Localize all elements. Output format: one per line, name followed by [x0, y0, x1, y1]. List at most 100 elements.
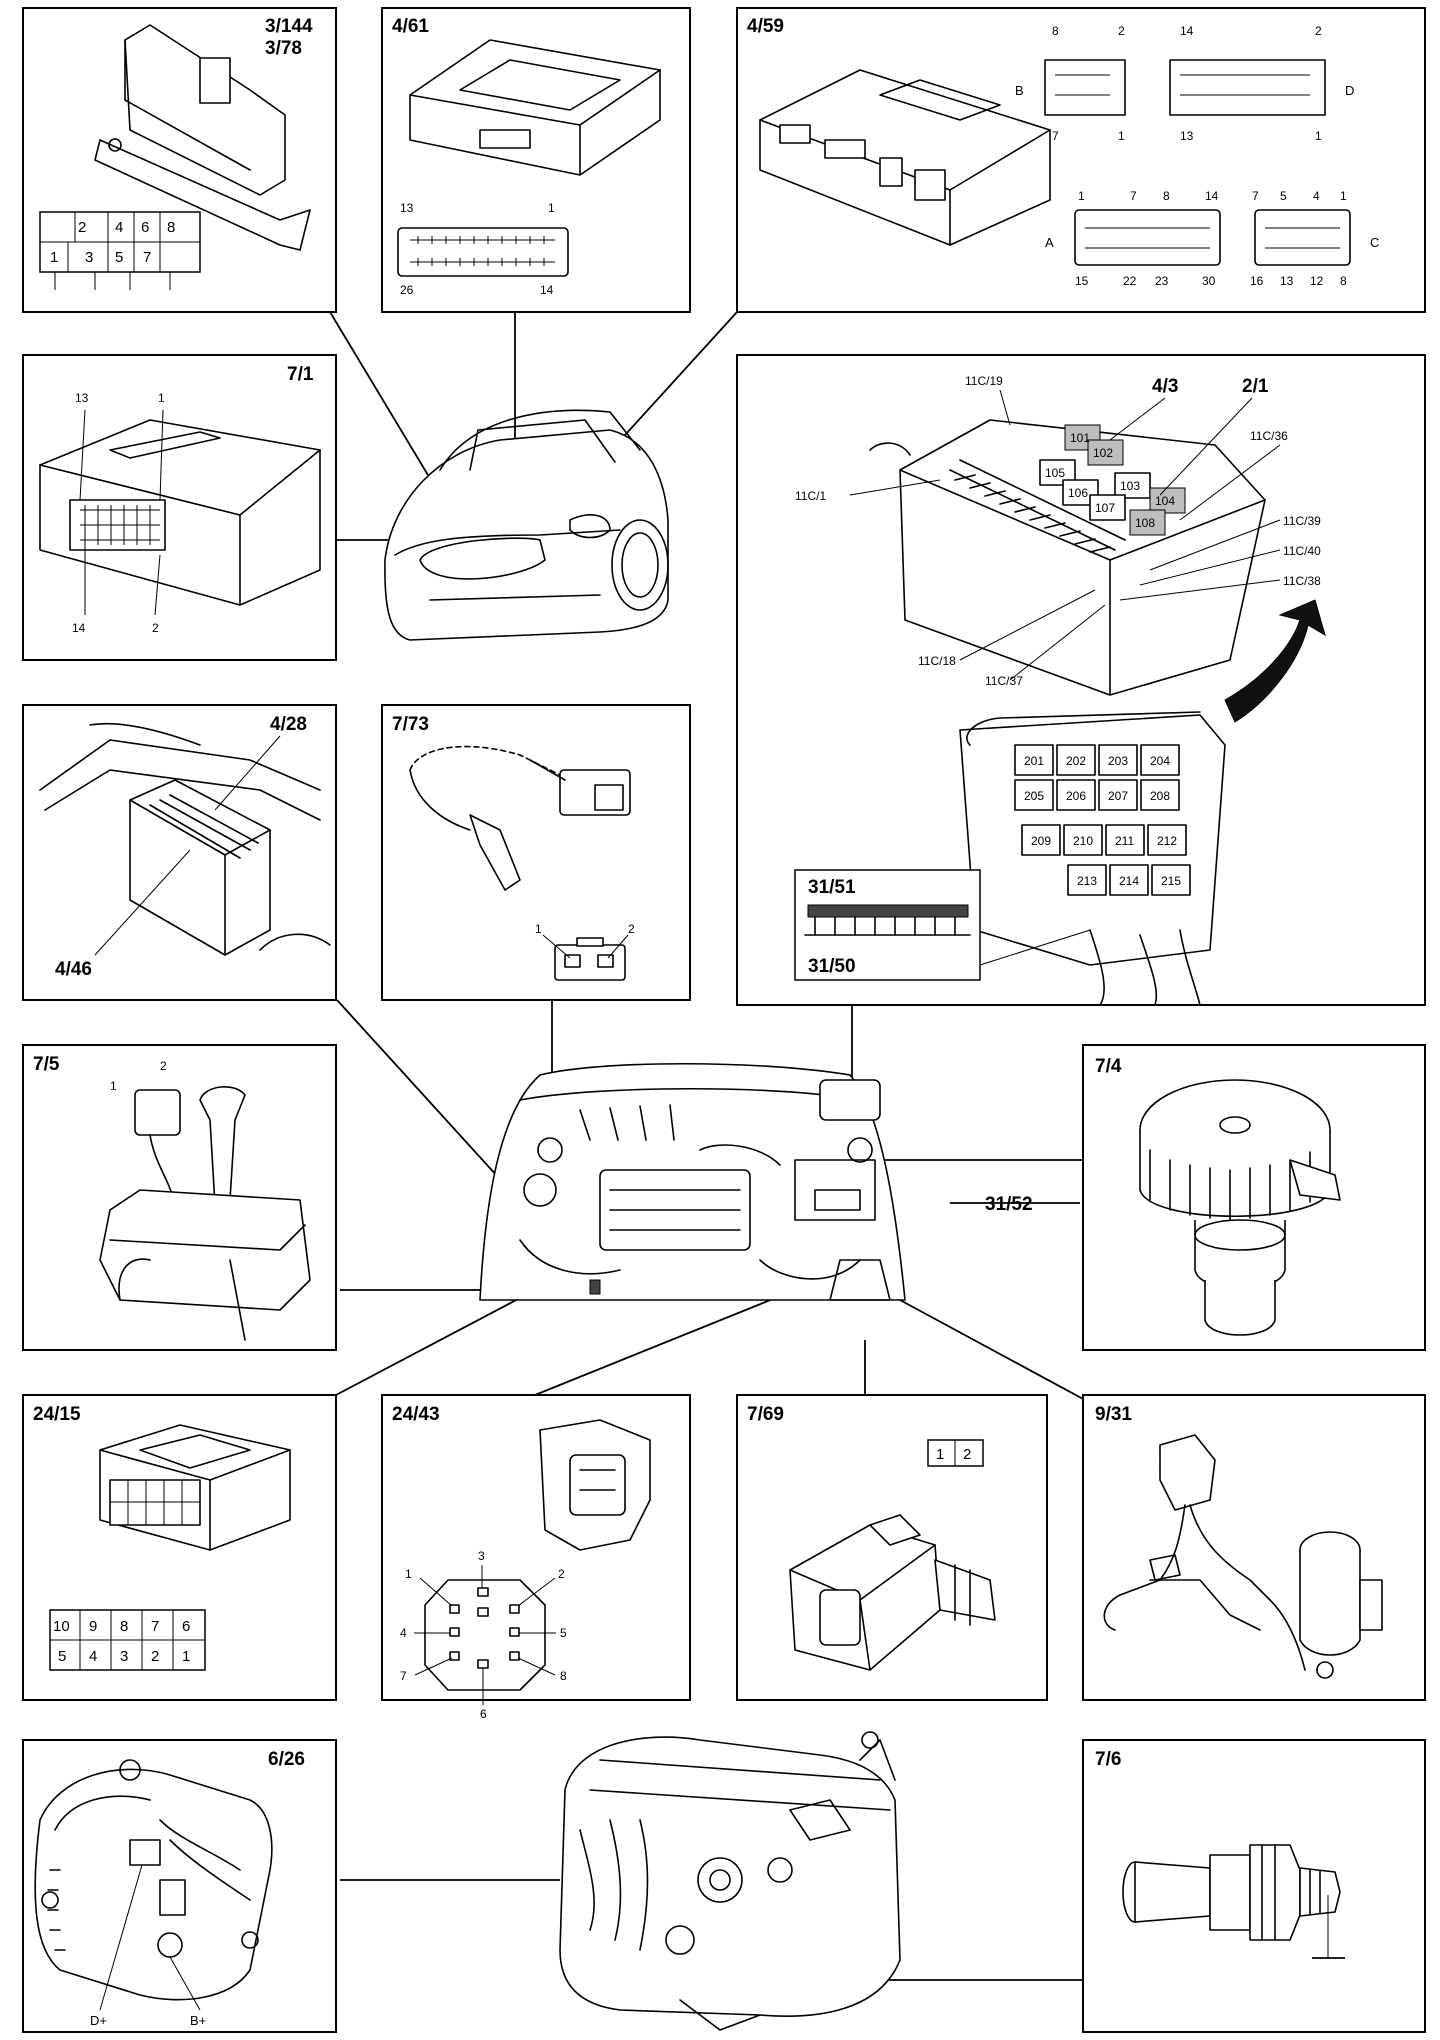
- relay-number: 213: [1077, 874, 1097, 888]
- relay-number: 206: [1066, 789, 1086, 803]
- panel-4-28: 4/28 4/46: [22, 704, 337, 1001]
- pin-label: 4: [400, 1626, 407, 1640]
- pin-label: 14: [540, 283, 554, 297]
- strip-label: 31/50: [808, 956, 856, 977]
- pin-label: 6: [182, 1618, 190, 1635]
- fuse-number: 102: [1093, 446, 1113, 460]
- panel-title: 3/144: [265, 16, 313, 37]
- relay-number: 212: [1157, 834, 1177, 848]
- pin-label: 1: [158, 391, 165, 405]
- fuse-ref-label: 11C/38: [1283, 574, 1321, 588]
- panel-title: 7/4: [1095, 1056, 1122, 1077]
- panel-7-69: 7/69 1 2: [736, 1394, 1048, 1701]
- leader-lines: [329, 311, 1086, 1981]
- pin-label: 8: [1163, 189, 1170, 203]
- panel-7-5: 7/5 1 2: [22, 1044, 337, 1351]
- engine-block-illustration: [559, 1731, 901, 2031]
- pin-label: 14: [72, 621, 86, 635]
- relay-number: 209: [1031, 834, 1051, 848]
- pin-label: 5: [1280, 189, 1287, 203]
- pin-label: 7: [1052, 129, 1059, 143]
- pin-label: 8: [120, 1618, 128, 1635]
- fuse-ref-label: 11C/36: [1250, 429, 1288, 443]
- panel-7-1: 7/1 13 1 14 2: [22, 354, 337, 661]
- pin-label: 23: [1155, 274, 1169, 288]
- panel-title: 24/15: [33, 1404, 81, 1425]
- pin-label: 1: [535, 922, 542, 936]
- pin-label: 3: [478, 1549, 485, 1563]
- pin-label: 6: [480, 1707, 487, 1721]
- pin-label: 2: [78, 219, 86, 236]
- fuse-number: 105: [1045, 466, 1065, 480]
- panel-title: 7/1: [287, 364, 314, 385]
- pin-label: 8: [560, 1669, 567, 1683]
- pin-label: 2: [558, 1567, 565, 1581]
- relay-number: 202: [1066, 754, 1086, 768]
- relay-number: 207: [1108, 789, 1128, 803]
- pin-label: 22: [1123, 274, 1137, 288]
- panel-title: 6/26: [268, 1749, 305, 1770]
- relay-number: 203: [1108, 754, 1128, 768]
- pin-label: 1: [405, 1567, 412, 1581]
- fuse-number: 107: [1095, 501, 1115, 515]
- panel-3-144: 3/144 3/78 2 4 6 8 1 3 5 7: [22, 7, 337, 313]
- panel-title: 9/31: [1095, 1404, 1132, 1425]
- pin-label: 13: [75, 391, 89, 405]
- panel-title-secondary: 4/46: [55, 959, 92, 980]
- fuse-number: 101: [1070, 431, 1090, 445]
- panel-title: 4/28: [270, 714, 307, 735]
- fuse-number: 104: [1155, 494, 1175, 508]
- pin-label: 5: [115, 249, 123, 266]
- relay-number: 201: [1024, 754, 1044, 768]
- relay-grid: 201 202 203 204 205 206 207 208 209 210 …: [1014, 744, 1191, 896]
- pin-label: 10: [53, 1618, 70, 1635]
- panel-title: 2/1: [1242, 376, 1269, 397]
- panel-title: 7/6: [1095, 1749, 1121, 1770]
- connector-letter: D: [1345, 83, 1354, 98]
- panel-title: 7/5: [33, 1054, 60, 1075]
- callout-label-31-52: 31/52: [985, 1194, 1033, 1215]
- fuse-ref-label: 11C/37: [985, 674, 1023, 688]
- pin-label: 8: [167, 219, 175, 236]
- relay-number: 208: [1150, 789, 1170, 803]
- pin-label: 13: [1280, 274, 1294, 288]
- pin-label: 1: [50, 249, 58, 266]
- panel-24-15: 24/15 10 9 8 7 6 5 4 3 2 1: [22, 1394, 337, 1701]
- fuse-block-small: 101 102 103 104 105 106 107 108: [1039, 424, 1186, 536]
- panel-title: 7/69: [747, 1404, 784, 1425]
- pin-label: 1: [936, 1446, 944, 1463]
- pin-label: 1: [1315, 129, 1322, 143]
- pin-label: 2: [1315, 24, 1322, 38]
- panel-24-43: 24/43 3 1 2 4 5 7 8 6: [381, 1394, 691, 1721]
- fuse-ref-label: 11C/39: [1283, 514, 1321, 528]
- panel-title: 24/43: [392, 1404, 440, 1425]
- pin-label: 5: [58, 1648, 66, 1665]
- pin-label: 8: [1340, 274, 1347, 288]
- pin-label: 7: [143, 249, 151, 266]
- pin-label: 8: [1052, 24, 1059, 38]
- pin-label: 3: [85, 249, 93, 266]
- pin-label: 2: [151, 1648, 159, 1665]
- relay-number: 205: [1024, 789, 1044, 803]
- panel-9-31: 9/31: [1082, 1394, 1426, 1701]
- pin-label: 14: [1180, 24, 1194, 38]
- pin-label: 4: [1313, 189, 1320, 203]
- pin-label: 7: [1252, 189, 1259, 203]
- panel-title: 7/73: [392, 714, 429, 735]
- relay-number: 204: [1150, 754, 1170, 768]
- strip-label: 31/51: [808, 877, 856, 898]
- pin-label: 3: [120, 1648, 128, 1665]
- pin-label: 15: [1075, 274, 1089, 288]
- pin-label: 5: [560, 1626, 567, 1640]
- panel-title: 4/3: [1152, 376, 1178, 397]
- pin-label: 4: [115, 219, 123, 236]
- relay-number: 215: [1161, 874, 1181, 888]
- pin-label: 7: [151, 1618, 159, 1635]
- pin-label: 2: [160, 1059, 167, 1073]
- pin-label: 1: [548, 201, 555, 215]
- panel-title: 4/61: [392, 16, 429, 37]
- panel-4-59: 4/59 A B 8 2 7 1 D 14 2 13 1 1 7 8 14 15…: [736, 7, 1426, 313]
- panel-7-73: 7/73 1 2: [381, 704, 691, 1001]
- pin-label: 12: [1310, 274, 1324, 288]
